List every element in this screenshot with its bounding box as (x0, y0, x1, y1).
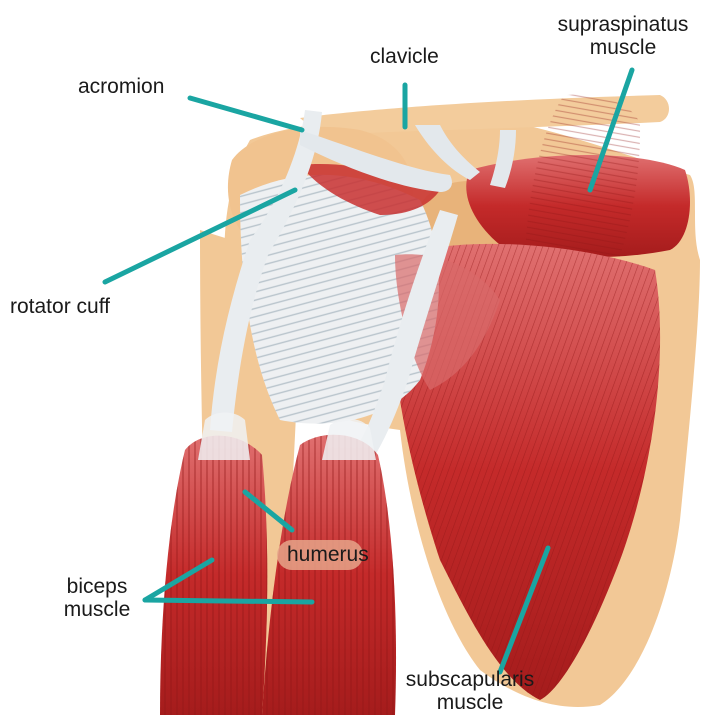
label-biceps: biceps muscle (52, 575, 142, 621)
label-supraspinatus: supraspinatus muscle (548, 13, 698, 59)
label-biceps-line1: biceps (52, 575, 142, 598)
label-acromion: acromion (78, 75, 164, 98)
label-supraspinatus-line2: muscle (548, 36, 698, 59)
label-rotator-cuff: rotator cuff (10, 295, 110, 318)
label-biceps-line2: muscle (52, 598, 142, 621)
label-subscapularis: subscapularis muscle (395, 668, 545, 714)
biceps-leader-2 (145, 600, 312, 602)
label-subscapularis-line1: subscapularis (395, 668, 545, 691)
label-subscapularis-line2: muscle (395, 691, 545, 714)
label-humerus: humerus (287, 543, 369, 566)
label-clavicle: clavicle (370, 45, 439, 68)
acromion-leader (190, 98, 302, 130)
label-supraspinatus-line1: supraspinatus (548, 13, 698, 36)
